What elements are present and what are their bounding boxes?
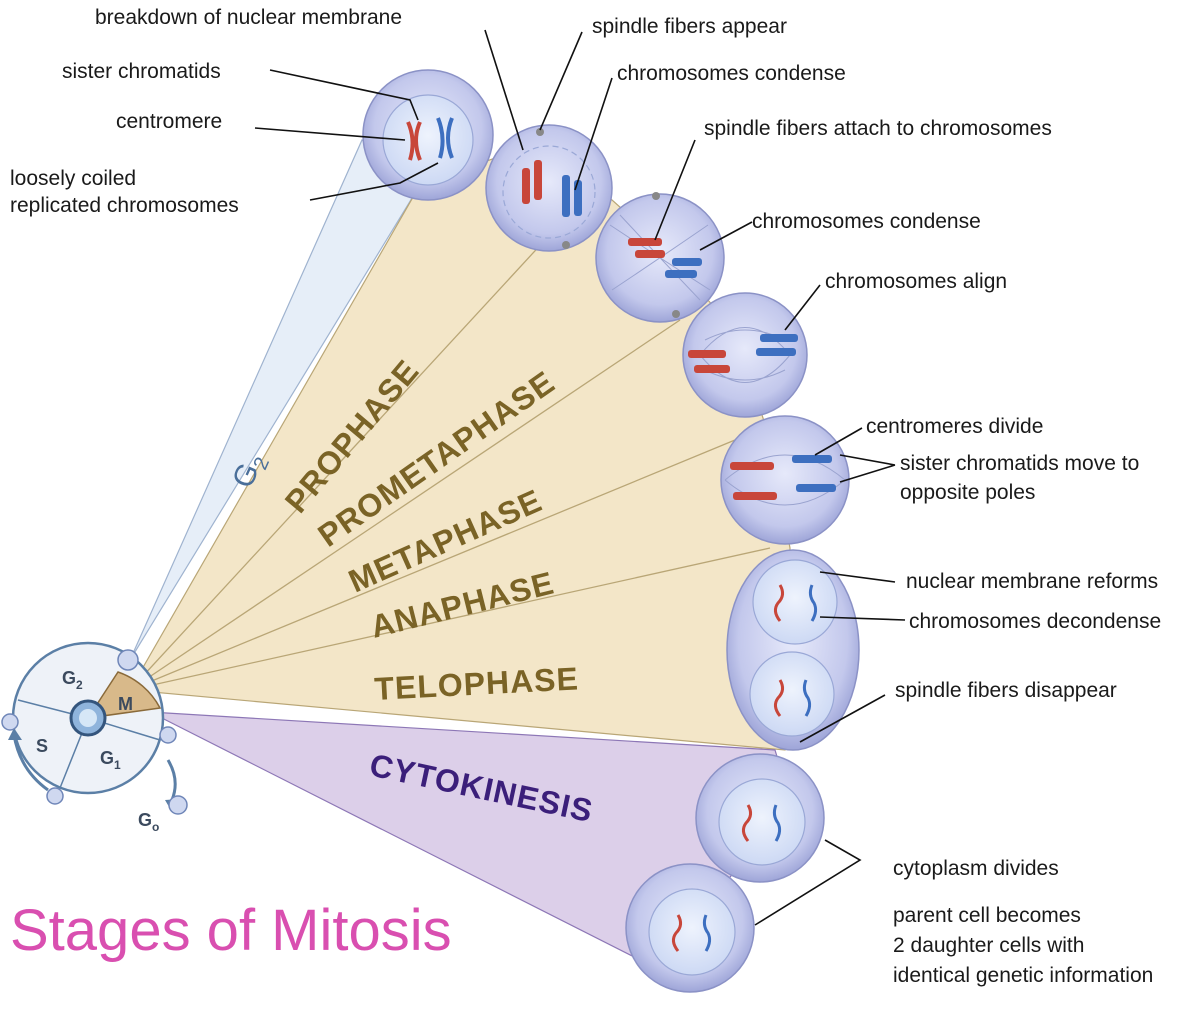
annotation-parent-cell-2: 2 daughter cells with	[893, 934, 1084, 957]
cell-daughter-2	[625, 863, 755, 993]
cell-telophase	[726, 549, 860, 751]
cell-metaphase	[682, 292, 808, 418]
annotation-spindle-fibers-appear: spindle fibers appear	[592, 15, 787, 38]
annotation-breakdown-nuclear-membrane: breakdown of nuclear membrane	[95, 6, 402, 29]
annotation-sister-chromatids-move-2: opposite poles	[900, 481, 1035, 504]
page-title: Stages of Mitosis	[10, 898, 452, 963]
cell-prometaphase	[595, 192, 725, 323]
annotation-nuclear-membrane-reforms: nuclear membrane reforms	[906, 570, 1158, 593]
leader-lines	[254, 29, 906, 926]
cycle-g1-label: G1	[100, 748, 121, 772]
cycle-m-label: M	[118, 694, 133, 714]
annotation-sister-chromatids-move-1: sister chromatids move to	[900, 452, 1139, 475]
cycle-g0-label: Go	[138, 810, 159, 834]
annotation-parent-cell-1: parent cell becomes	[893, 904, 1081, 927]
annotation-chromosomes-decondense: chromosomes decondense	[909, 610, 1161, 633]
annotation-spindle-fibers-attach: spindle fibers attach to chromosomes	[704, 117, 1052, 140]
cell-g2	[362, 69, 494, 201]
annotation-chromosomes-condense-2: chromosomes condense	[752, 210, 981, 233]
annotation-loosely-coiled-1: loosely coiled	[10, 167, 136, 190]
cell-daughter-1	[695, 753, 825, 883]
annotation-centromeres-divide: centromeres divide	[866, 415, 1043, 438]
annotation-parent-cell-3: identical genetic information	[893, 964, 1153, 987]
annotation-chromosomes-align: chromosomes align	[825, 270, 1007, 293]
cell-anaphase	[720, 415, 850, 545]
cell-prophase	[485, 124, 613, 252]
annotation-chromosomes-condense-1: chromosomes condense	[617, 62, 846, 85]
annotation-cytoplasm-divides: cytoplasm divides	[893, 857, 1059, 880]
annotation-centromere: centromere	[116, 110, 222, 133]
cycle-g2-label: G2	[62, 668, 83, 692]
annotation-spindle-fibers-disappear: spindle fibers disappear	[895, 679, 1117, 702]
annotation-loosely-coiled-2: replicated chromosomes	[10, 194, 239, 217]
annotation-sister-chromatids: sister chromatids	[62, 60, 221, 83]
cycle-s-label: S	[36, 736, 48, 756]
cell-cycle-wheel: G2 M S G1 Go	[1, 641, 188, 834]
